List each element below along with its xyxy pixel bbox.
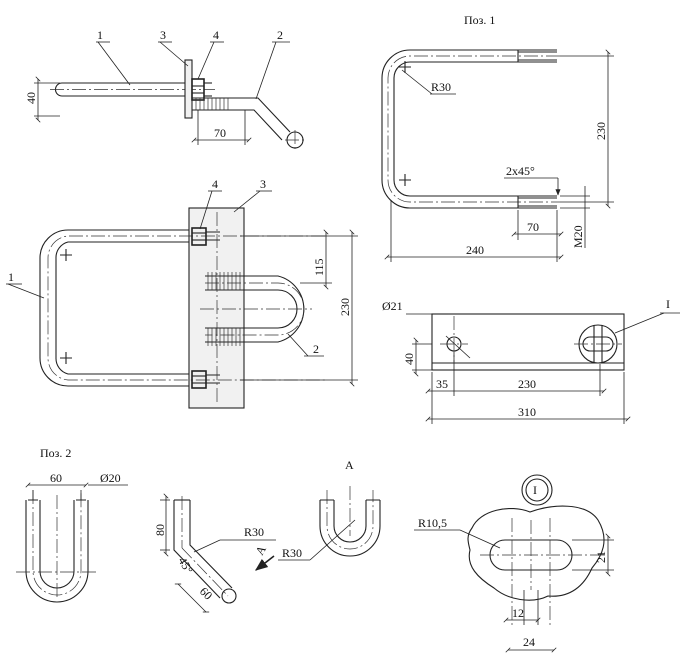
thread-label: M20 [571, 225, 585, 248]
dim-230b-label: 230 [338, 298, 352, 316]
dim-70-label: 70 [214, 126, 226, 140]
callout-3b: 3 [260, 177, 266, 191]
view-a-title: А [345, 458, 354, 472]
chamfer-label: 2x45° [506, 164, 535, 178]
detail-i: I R10,5 21 12 24 [414, 474, 614, 653]
front-view: 115 230 4 3 1 2 [6, 177, 358, 409]
pos2-dia-label: Ø20 [100, 471, 121, 485]
dim-240-label: 240 [466, 243, 484, 257]
pos2-view: Поз. 2 60 Ø20 80 R30 45° 60 А [16, 446, 276, 613]
callout-1: 1 [97, 28, 103, 42]
u-bolt [381, 49, 557, 209]
detail-r105-label: R10,5 [418, 516, 447, 530]
callout-1b: 1 [8, 270, 14, 284]
pos2-80-label: 80 [153, 524, 167, 536]
hole-label: Ø21 [382, 299, 403, 313]
u-bolt-front [39, 229, 189, 387]
pos2-60-label: 60 [50, 471, 62, 485]
callout-4: 4 [213, 28, 219, 42]
nut-top [191, 227, 207, 246]
plate-40-label: 40 [402, 353, 416, 365]
arrow-a-label: А [252, 543, 269, 558]
view-a-hook [319, 500, 381, 557]
hook-side [173, 500, 233, 599]
plate-outline [431, 313, 625, 371]
side-view: 40 70 1 3 4 2 [24, 28, 305, 150]
dim-40-label: 40 [24, 92, 38, 104]
detail-i-marker [521, 474, 553, 506]
dim-70b-label: 70 [527, 220, 539, 234]
plate-fragment [467, 505, 605, 601]
pos1-title: Поз. 1 [464, 13, 495, 27]
plate-3-front [188, 207, 245, 409]
detail-i-callout: I [666, 297, 670, 311]
detail-12-label: 12 [512, 606, 524, 620]
dim-115-label: 115 [312, 258, 326, 276]
callout-4b: 4 [212, 177, 218, 191]
nut-bottom [191, 370, 207, 389]
plate-35-label: 35 [436, 377, 448, 391]
dim-230-label: 230 [594, 122, 608, 140]
bolt-2 [192, 97, 291, 141]
view-a: А R30 [278, 458, 381, 561]
plate-3 [184, 59, 193, 119]
r30-label: R30 [431, 80, 451, 94]
callout-3: 3 [160, 28, 166, 42]
view-a-r30-label: R30 [282, 546, 302, 560]
plate-230-label: 230 [518, 377, 536, 391]
detail-24-label: 24 [523, 635, 535, 649]
detail-21-label: 21 [594, 551, 608, 563]
plate-310-label: 310 [518, 405, 536, 419]
pos2-angle-label: 45° [175, 555, 196, 577]
detail-i-label: I [533, 483, 537, 497]
pos2-60b-label: 60 [197, 584, 215, 602]
pos2-title: Поз. 2 [40, 446, 71, 460]
pos1-view: Поз. 1 R30 230 2x45° M20 70 240 [381, 13, 614, 262]
callout-2: 2 [277, 28, 283, 42]
plate-view: I Ø21 40 35 230 310 [382, 297, 680, 424]
pos2-r30-label: R30 [244, 525, 264, 539]
callout-2b: 2 [313, 342, 319, 356]
